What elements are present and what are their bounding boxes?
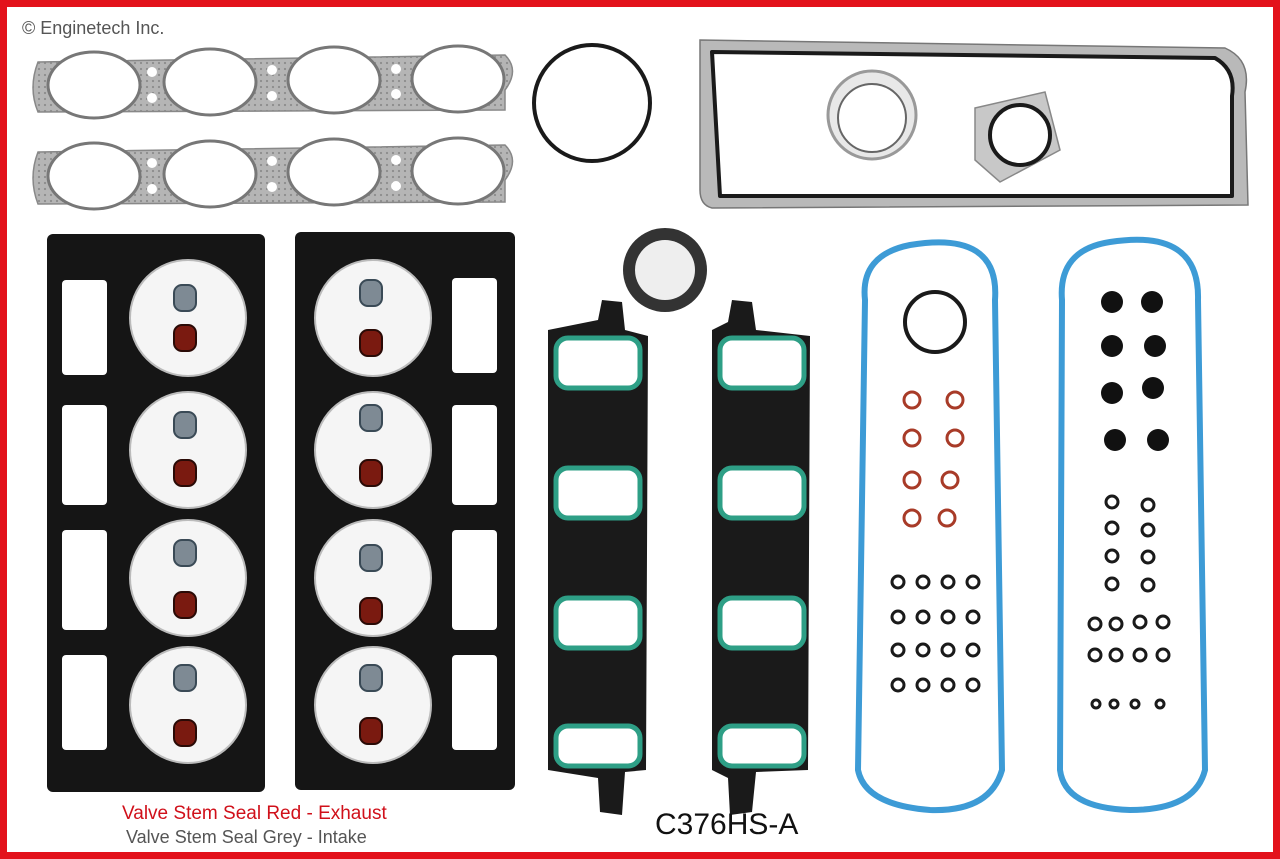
valley-cover-gasket xyxy=(699,39,1249,209)
exhaust-manifold-gasket-top xyxy=(32,44,514,120)
cylinder-head-gasket-right xyxy=(295,232,515,790)
cylinder-head-gasket-left xyxy=(47,234,265,792)
intake-manifold-gasket-right xyxy=(712,300,810,815)
part-number: C376HS-A xyxy=(655,808,799,841)
legend-exhaust-seal: Valve Stem Seal Red - Exhaust xyxy=(122,803,387,824)
valve-stem-seals xyxy=(173,279,383,747)
exhaust-manifold-gasket-bottom xyxy=(32,136,514,211)
valve-cover-gasket-right xyxy=(1056,236,1209,814)
copyright-text: © Enginetech Inc. xyxy=(22,18,165,38)
legend-intake-seal: Valve Stem Seal Grey - Intake xyxy=(126,827,367,847)
intake-manifold-gasket-left xyxy=(548,300,648,815)
valve-cover-gasket-left xyxy=(854,239,1006,814)
rear-crankshaft-seal xyxy=(623,228,707,312)
throttle-body-o-ring xyxy=(532,43,652,163)
